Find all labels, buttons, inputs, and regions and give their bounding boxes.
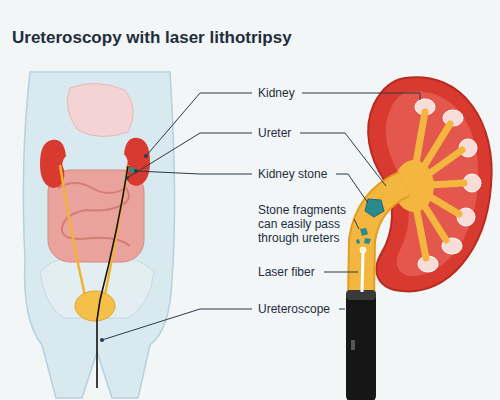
callout-label: Laser fiber	[258, 265, 315, 279]
leader-dots	[100, 154, 148, 342]
leader-dot	[100, 338, 104, 342]
leader-line	[339, 309, 345, 310]
leader-line	[102, 309, 252, 340]
stone-fragment	[356, 239, 360, 244]
leader-lines	[102, 93, 420, 340]
leader-line	[324, 272, 358, 273]
leader-dot	[144, 154, 148, 158]
ureteroscope-marking	[351, 340, 355, 350]
leader-line	[146, 93, 252, 156]
kidney-stone	[365, 199, 384, 217]
left-ureter	[60, 165, 86, 300]
callout-label: Ureteroscope	[258, 302, 330, 316]
kidney-detail	[346, 77, 492, 400]
scope-in-body	[97, 166, 128, 388]
callout-label: Kidney	[258, 86, 295, 100]
body-stone	[129, 167, 135, 173]
callout-label: Kidney stone	[258, 167, 327, 181]
torso-outline	[23, 72, 174, 398]
leader-dot	[134, 169, 138, 173]
callout-label: Stone fragments can easily pass through …	[258, 203, 350, 245]
leader-dot	[125, 176, 129, 180]
laser-tip	[360, 247, 366, 253]
stone-fragment	[360, 228, 368, 236]
diagram-title: Ureteroscopy with laser lithotripsy	[12, 28, 292, 48]
callout-label: Ureter	[258, 126, 291, 140]
bladder	[75, 291, 115, 321]
stone-fragment	[364, 238, 371, 244]
laser-fiber	[362, 252, 363, 292]
body-figure	[23, 72, 174, 398]
leader-line	[136, 171, 252, 174]
right-kidney	[124, 138, 150, 186]
leader-line	[354, 219, 359, 229]
leader-line	[302, 93, 420, 100]
ureteroscope-tube	[346, 290, 376, 400]
leader-line	[127, 133, 252, 178]
leader-line	[336, 174, 368, 203]
stomach	[67, 83, 133, 136]
